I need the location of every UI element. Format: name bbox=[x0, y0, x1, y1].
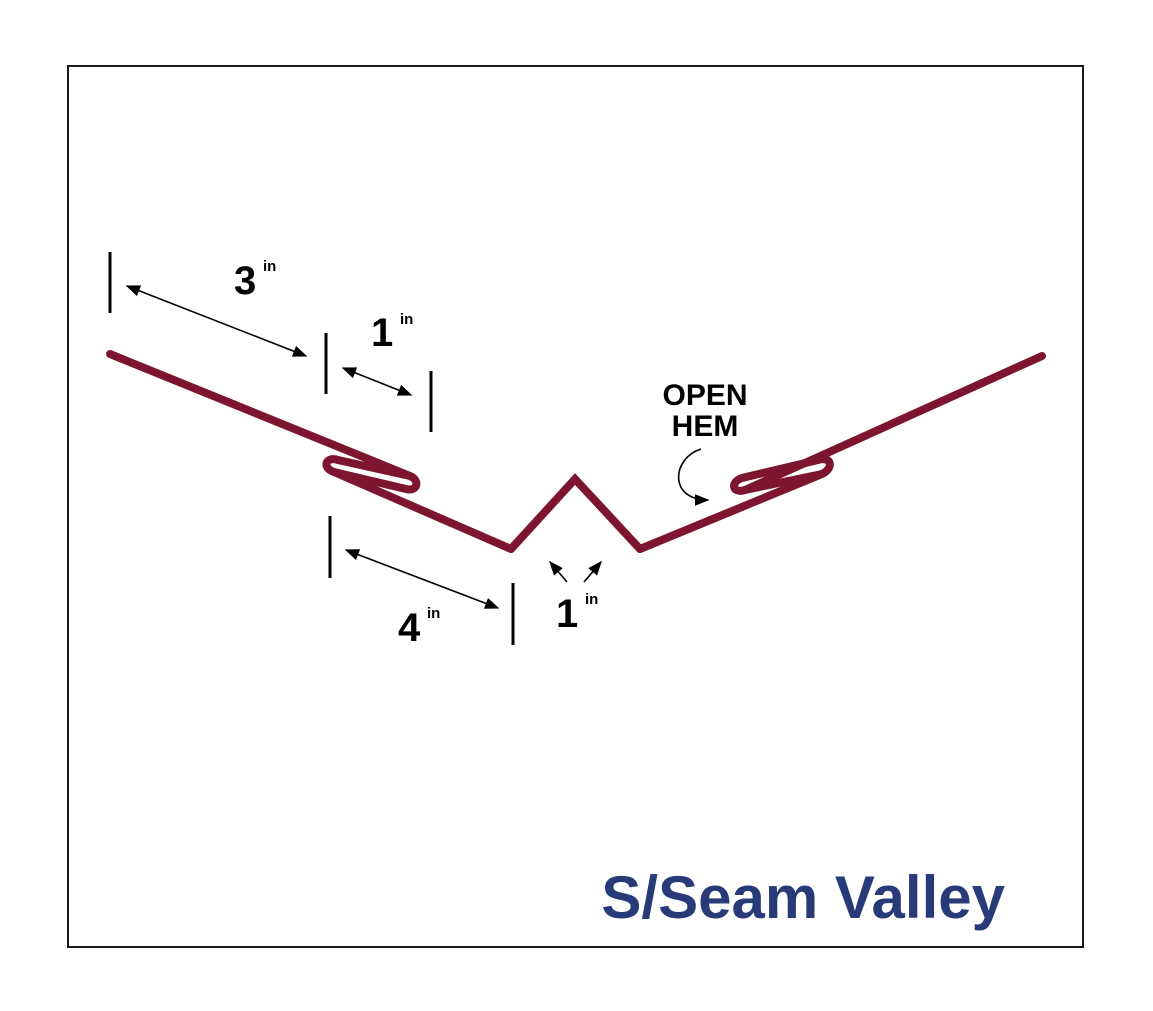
dimension-unit: in bbox=[400, 311, 413, 328]
right-lower-leg bbox=[636, 470, 826, 553]
callout-arrow bbox=[677, 448, 710, 506]
dimension-value: 1 bbox=[371, 311, 393, 355]
dimension-value: 3 bbox=[234, 259, 256, 303]
diagram-title: S/Seam Valley bbox=[601, 864, 1005, 931]
dimension-center-rib: 1 in bbox=[549, 560, 602, 636]
diagram-frame bbox=[67, 65, 1084, 948]
dimension-value: 4 bbox=[398, 606, 421, 650]
dimension-arrow bbox=[341, 367, 413, 396]
right-open-hem bbox=[730, 455, 834, 495]
dimension-arrow bbox=[549, 560, 568, 583]
right-upper-leg bbox=[741, 352, 1046, 494]
open-hem-callout: OPEN HEM bbox=[662, 379, 748, 506]
dimension-unit: in bbox=[427, 605, 440, 622]
callout-line-1: OPEN bbox=[662, 379, 747, 412]
left-lower-leg bbox=[330, 468, 515, 553]
dimension-arrow bbox=[583, 560, 602, 583]
dimension-bottom-leg: 4 in bbox=[328, 516, 515, 650]
dimension-top-leg: 3 in bbox=[108, 252, 328, 394]
callout-line-2: HEM bbox=[672, 410, 739, 443]
dimension-arrow bbox=[344, 549, 500, 609]
left-upper-leg bbox=[106, 350, 414, 480]
dimension-arrow bbox=[125, 285, 308, 357]
dimension-unit: in bbox=[585, 591, 598, 608]
valley-profile bbox=[106, 350, 1046, 553]
center-rib bbox=[507, 473, 644, 553]
dimension-value: 1 bbox=[556, 592, 578, 636]
dimension-unit: in bbox=[263, 258, 276, 275]
dimension-hem-length: 1 in bbox=[341, 311, 433, 432]
